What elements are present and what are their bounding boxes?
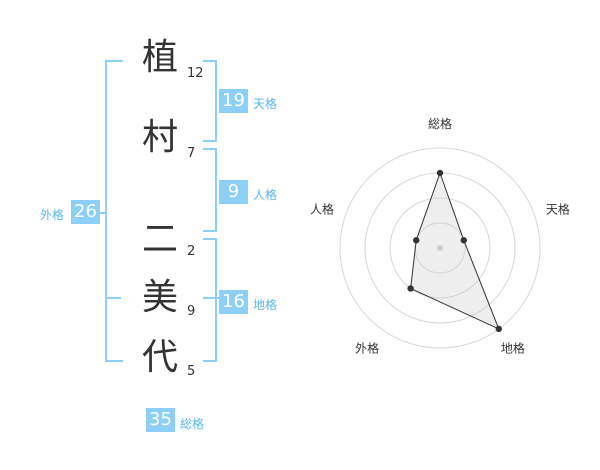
soukaku-label: 総格	[180, 417, 205, 431]
chikaku-bracket	[203, 238, 217, 362]
name-char-2: 村	[141, 117, 178, 158]
radar-point	[495, 325, 502, 333]
chikaku-label: 地格	[253, 298, 278, 312]
radar-point	[460, 237, 467, 244]
stroke-count-5: 5	[187, 364, 196, 379]
stroke-count-2: 7	[187, 146, 196, 161]
radar-series-area	[410, 171, 500, 330]
radar-ring	[339, 147, 541, 349]
name-char-1: 植	[141, 37, 178, 78]
jinkaku-value: 9	[219, 180, 248, 204]
radar-point	[407, 285, 414, 292]
radar-axis-label: 外格	[355, 340, 379, 355]
gaikaku-bracket	[105, 60, 123, 362]
stroke-count-1: 12	[187, 66, 204, 81]
stroke-count-4: 9	[187, 304, 196, 319]
tenkaku-value: 19	[219, 89, 248, 113]
tenkaku-bracket	[203, 60, 217, 142]
chikaku-value: 16	[219, 290, 248, 314]
radar-axis-label: 人格	[310, 202, 334, 217]
soukaku-value: 35	[146, 408, 175, 432]
radar-point	[436, 169, 444, 177]
gaikaku-label: 外格	[40, 208, 65, 222]
tenkaku-label: 天格	[253, 97, 278, 111]
radar-point	[413, 237, 420, 244]
radar-ring	[389, 197, 491, 299]
name-char-4: 美	[141, 277, 178, 318]
radar-center	[437, 245, 443, 251]
jinkaku-bracket	[203, 148, 217, 232]
name-char-5: 代	[141, 337, 178, 378]
chikaku-connector	[203, 297, 219, 299]
gaikaku-mid-tick	[105, 297, 121, 299]
name-char-3: 二	[141, 219, 178, 260]
radar-axis-label: 地格	[501, 340, 525, 355]
jinkaku-label: 人格	[253, 188, 278, 202]
radar-axis-label: 天格	[546, 202, 570, 217]
gaikaku-value: 26	[71, 200, 100, 224]
stroke-count-3: 2	[187, 244, 196, 259]
radar-axis-label: 総格	[428, 116, 452, 131]
